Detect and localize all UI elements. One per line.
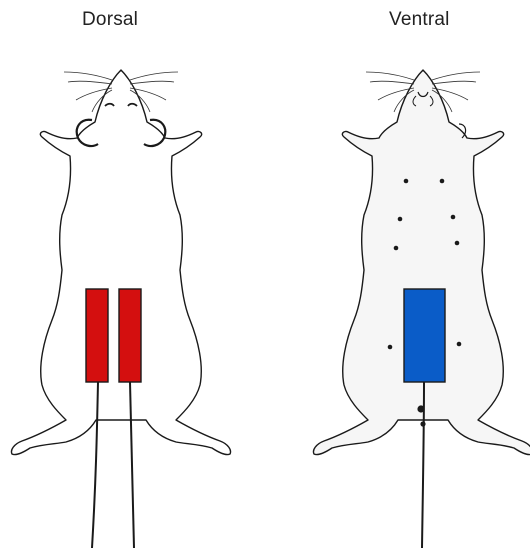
mouse-dorsal-outline: [11, 70, 230, 455]
ventral-electrode: [404, 289, 445, 382]
dorsal-mouse: [11, 70, 230, 548]
ventral-nipple: [398, 217, 403, 222]
ventral-nipple: [455, 241, 460, 246]
ventral-mouse: [313, 70, 530, 548]
dorsal-electrode-right: [119, 289, 141, 382]
ventral-nipple: [388, 345, 393, 350]
dorsal-electrode-left: [86, 289, 108, 382]
ventral-nipple: [394, 246, 399, 251]
ventral-nipple: [440, 179, 445, 184]
mouse-ventral-outline: [313, 70, 530, 455]
ventral-nipple: [404, 179, 409, 184]
ventral-nipple: [457, 342, 462, 347]
ventral-nipple: [451, 215, 456, 220]
